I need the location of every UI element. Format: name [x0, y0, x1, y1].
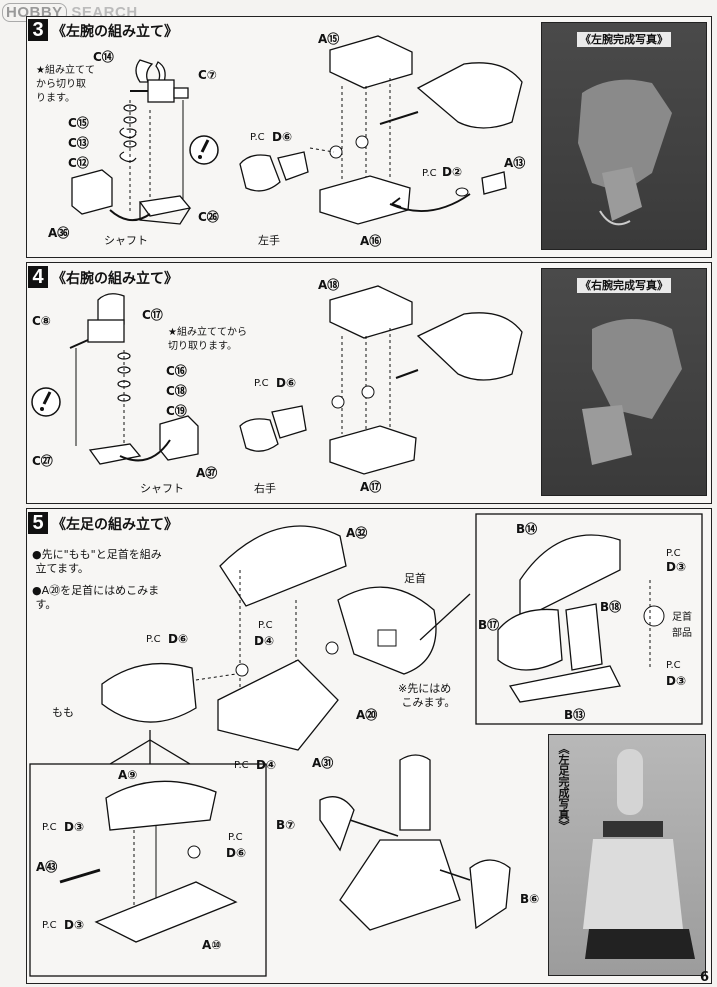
thigh-inset-label-a43: A㊸	[36, 860, 58, 874]
step5-ankle-note: ※先にはめ こみます。	[398, 682, 456, 709]
step4-label-d6: D⑥	[276, 376, 297, 390]
step3-label-c26: C㉖	[198, 210, 219, 224]
step3-shaft-label: シャフト	[104, 234, 148, 247]
step3-photo: 《左腕完成写真》	[541, 22, 707, 250]
thigh-inset-label-d3b: D③	[64, 918, 85, 932]
step3-label-a16: A⑯	[360, 234, 382, 248]
step3-label-c13: C⑬	[68, 136, 89, 150]
thigh-inset-label-a9: A⑨	[118, 768, 138, 782]
thigh-inset-label-pc2: P.C	[228, 832, 243, 843]
step5-label-pc3: P.C	[234, 760, 249, 771]
step5-photo: 《左足完成写真》	[548, 734, 706, 976]
step3-label-c12: C⑫	[68, 156, 89, 170]
left-arm-photo-shape	[578, 79, 672, 226]
step5-number: 5	[28, 512, 48, 534]
step5-label-b7: B⑦	[276, 818, 296, 832]
thigh-inset-label-d6: D⑥	[226, 846, 247, 860]
thigh-inset-label-pc3: P.C	[42, 920, 57, 931]
step5-bullet-1: ●先に"もも"と足首を組み 立てます。	[32, 548, 162, 575]
ankle-inset-label-d3: D③	[666, 560, 687, 574]
step3-note: ★組み立てて から切り取 ります。	[36, 65, 95, 104]
step5-label-d4: D④	[254, 634, 275, 648]
step5-label-a20: A⑳	[356, 708, 378, 722]
step5-label-pc2: P.C	[146, 634, 161, 645]
step3-hand-label: 左手	[258, 234, 280, 247]
step3-label-c14: C⑭	[93, 50, 114, 64]
step3-number: 3	[28, 19, 48, 41]
step4-label-a17: A⑰	[360, 480, 382, 494]
step4-photo-label: 《右腕完成写真》	[542, 277, 706, 293]
ankle-inset-label-ankle: 足首	[672, 612, 692, 623]
step5-label-d6: D⑥	[168, 632, 189, 646]
step4-label-c8: C⑧	[32, 314, 51, 328]
thigh-inset-label-d3: D③	[64, 820, 85, 834]
step3-label-d2: D②	[442, 165, 463, 179]
step4-label-c16: C⑯	[166, 364, 187, 378]
ankle-inset-label-b18: B⑱	[600, 600, 622, 614]
step3-label-c15: C⑮	[68, 116, 89, 130]
left-leg-photo-shape	[583, 749, 695, 959]
step3-label-pc2: P.C	[422, 168, 437, 179]
step5-label-b6: B⑥	[520, 892, 540, 906]
step3-title: 《左腕の組み立て》	[52, 24, 178, 40]
step3-label-c7: C⑦	[198, 68, 217, 82]
step5-label-a32: A㉜	[346, 526, 368, 540]
step4-hand-label: 右手	[254, 482, 276, 495]
step3-label-a36: A㊱	[48, 226, 70, 240]
step3-label-a13: A⑬	[504, 156, 526, 170]
step4-label-c18: C⑱	[166, 384, 187, 398]
step5-label-a31: A㉛	[312, 756, 334, 770]
step5-label-pc1: P.C	[258, 620, 273, 631]
step3-label-a15: A⑮	[318, 32, 340, 46]
ankle-inset-label-b17: B⑰	[478, 618, 500, 632]
step4-label-c17: C⑰	[142, 308, 163, 322]
step4-number: 4	[28, 266, 48, 288]
step4-title: 《右腕の組み立て》	[52, 271, 178, 287]
ankle-inset-label-pc2: P.C	[666, 660, 681, 671]
step4-label-a37: A㊲	[196, 466, 218, 480]
ankle-inset-label-part: 部品	[672, 628, 692, 639]
step5-label-thigh: もも	[52, 706, 74, 719]
step3-label-pc: P.C	[250, 132, 265, 143]
step4-label-c19: C⑲	[166, 404, 187, 418]
ankle-inset-label-d3b: D③	[666, 674, 687, 688]
step5-title: 《左足の組み立て》	[52, 517, 178, 533]
page-number: 6	[699, 970, 709, 985]
ankle-inset-label-pc: P.C	[666, 548, 681, 559]
step5-bullet-2: ●A⑳を足首にはめこみま す。	[32, 584, 160, 611]
step4-note: ★組み立ててから 切り取ります。	[168, 327, 247, 352]
step4-label-pc: P.C	[254, 378, 269, 389]
step4-label-c27: C㉗	[32, 454, 53, 468]
step5-label-d4b: D④	[256, 758, 277, 772]
step4-photo: 《右腕完成写真》	[541, 268, 707, 496]
step4-label-a18: A⑱	[318, 278, 340, 292]
step3-photo-label: 《左腕完成写真》	[542, 31, 706, 47]
ankle-inset-label-b13: B⑬	[564, 708, 586, 722]
thigh-inset-label-a10: A⑩	[202, 938, 222, 952]
step4-shaft-label: シャフト	[140, 482, 184, 495]
ankle-inset-label-b14: B⑭	[516, 522, 538, 536]
right-arm-photo-shape	[582, 319, 682, 465]
step3-label-d6: D⑥	[272, 130, 293, 144]
step5-photo-label: 《左足完成写真》	[557, 743, 570, 831]
thigh-inset-label-pc: P.C	[42, 822, 57, 833]
step5-label-ankle: 足首	[404, 572, 426, 585]
